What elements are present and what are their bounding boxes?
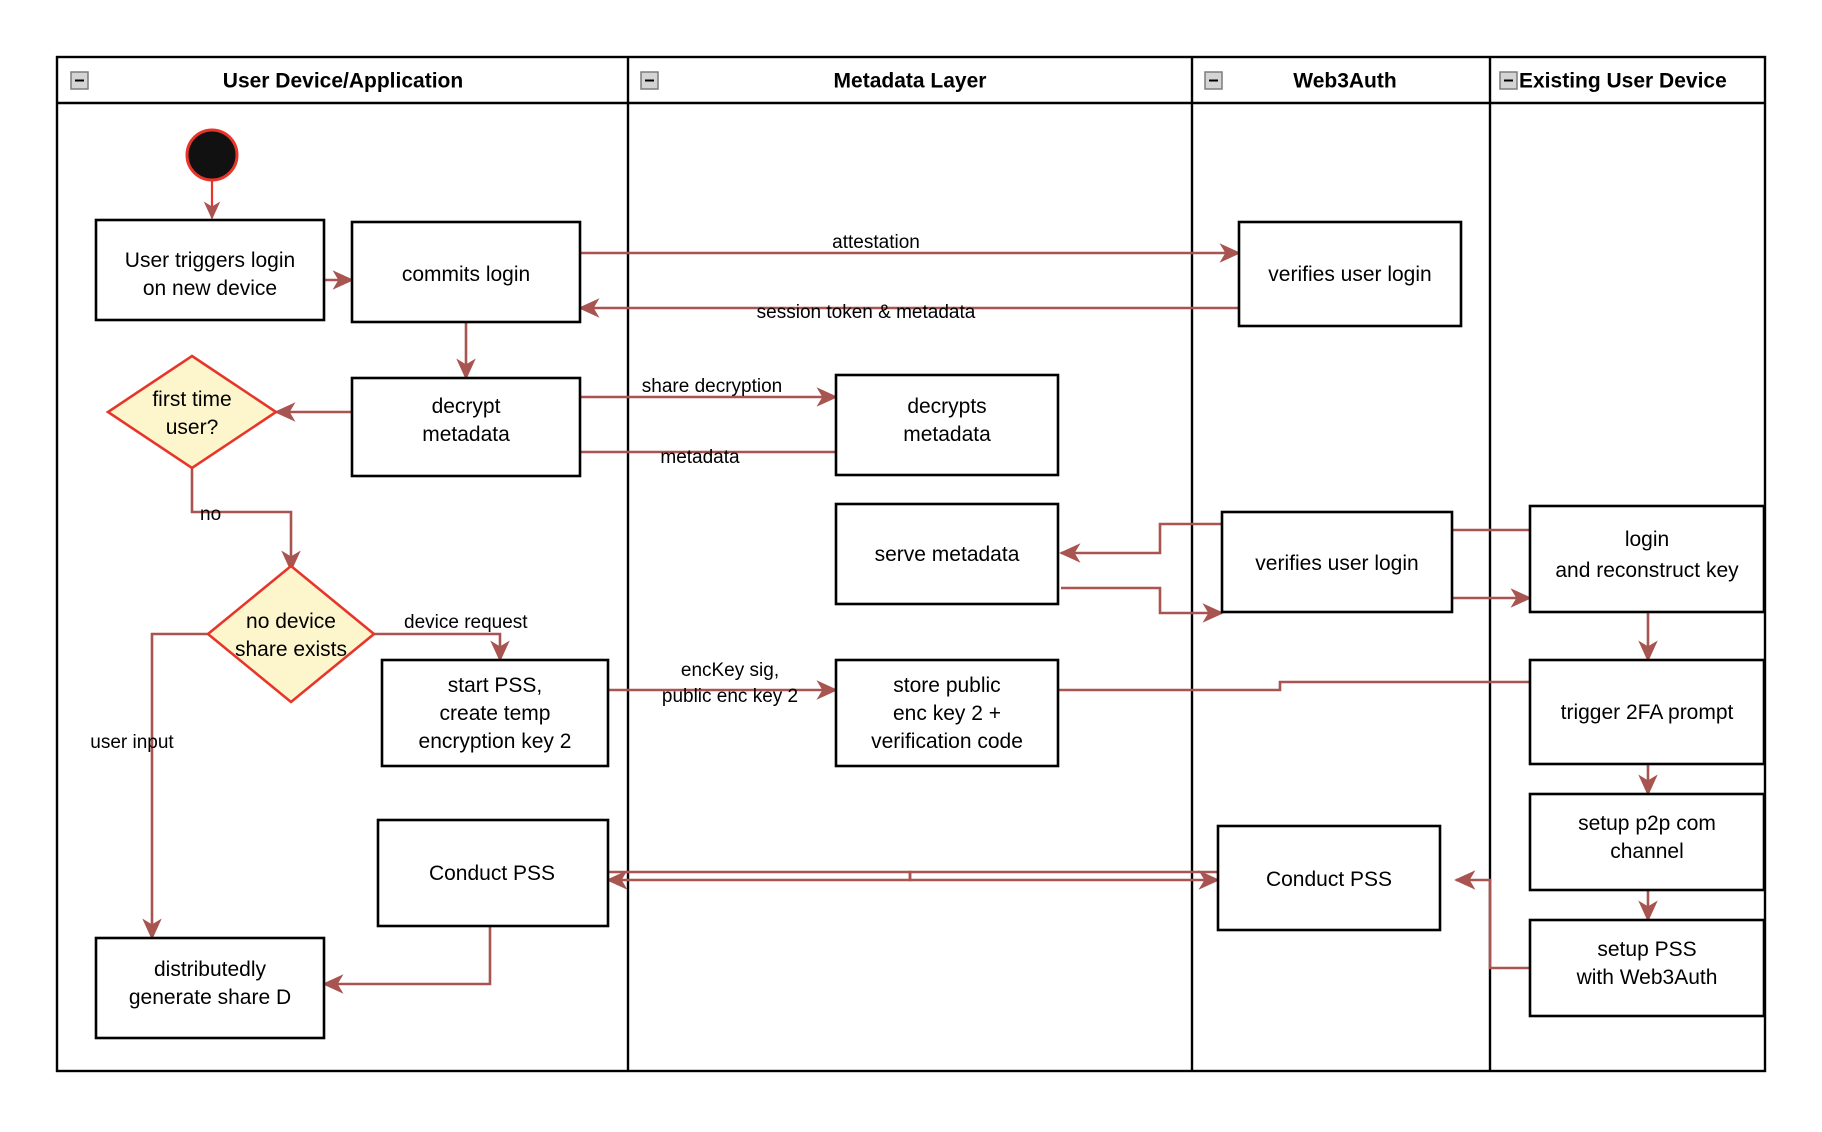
node-conduct-pss-user[interactable]: Conduct PSS — [376, 818, 610, 928]
edge-serve-to-verifies — [1061, 586, 1224, 623]
edge-label-device-request: device request — [404, 612, 528, 633]
node-setup-pss-line1: setup PSS — [1597, 938, 1696, 961]
node-store-key-line2: enc key 2 + — [893, 702, 1001, 725]
node-commits-login[interactable]: commits login — [350, 220, 582, 324]
node-serve-metadata-label: serve metadata — [875, 543, 1020, 566]
node-verifies-mid-label: verifies user login — [1255, 552, 1418, 575]
node-store-key-line3: verification code — [871, 730, 1023, 753]
node-start-pss[interactable]: start PSS, create temp encryption key 2 — [380, 658, 610, 768]
node-store-key-line1: store public — [893, 674, 1000, 697]
lane-collapse-toggle-existing-device[interactable] — [1499, 71, 1518, 90]
node-distributedly-generate-share-d[interactable]: distributedly generate share D — [94, 936, 326, 1040]
lane-header-existing-device: Existing User Device — [1499, 70, 1727, 93]
node-user-triggers-login-line2: on new device — [143, 277, 277, 300]
node-start-pss-line1: start PSS, — [448, 674, 543, 697]
lane-header-metadata: Metadata Layer — [640, 70, 987, 93]
edge-device-request — [374, 632, 510, 662]
edge-conductpss-user-to-web3auth — [608, 870, 1220, 890]
edge-conductpss-to-share-d — [322, 926, 492, 994]
node-conduct-pss-user-label: Conduct PSS — [429, 862, 555, 885]
node-no-device-share-line1: no device — [246, 610, 336, 633]
node-login-reconstruct-line2: and reconstruct key — [1555, 559, 1739, 582]
node-start[interactable] — [185, 128, 239, 182]
edge-label-enckey-sig-1: encKey sig, — [681, 660, 779, 681]
node-commits-login-label: commits login — [402, 263, 530, 286]
node-start-pss-line2: create temp — [440, 702, 551, 725]
edge-label-share-decryption: share decryption — [642, 376, 782, 397]
lane-title-web3auth: Web3Auth — [1293, 70, 1396, 93]
edge-label-session-token: session token & metadata — [757, 302, 976, 323]
node-verifies-user-login-top[interactable]: verifies user login — [1237, 220, 1463, 328]
node-trigger-2fa-prompt[interactable]: trigger 2FA prompt — [1528, 658, 1766, 766]
node-verifies-top-label: verifies user login — [1268, 263, 1431, 286]
node-setup-pss-line2: with Web3Auth — [1576, 966, 1718, 989]
node-first-time-user-line2: user? — [166, 416, 219, 439]
node-decrypt-metadata-line2: metadata — [422, 423, 510, 446]
node-share-d-line2: generate share D — [129, 986, 291, 1009]
edge-labels: attestation session token & metadata sha… — [90, 232, 975, 753]
node-no-device-share-line2: share exists — [235, 638, 347, 661]
lane-header-web3auth: Web3Auth — [1204, 70, 1397, 93]
edge-label-attestation: attestation — [832, 232, 920, 253]
node-serve-metadata[interactable]: serve metadata — [834, 502, 1060, 606]
node-share-d-line1: distributedly — [154, 958, 267, 981]
edge-label-metadata: metadata — [660, 447, 740, 468]
lane-title-user-device: User Device/Application — [223, 70, 463, 93]
node-conduct-pss-web3auth-label: Conduct PSS — [1266, 868, 1392, 891]
node-no-device-share-exists[interactable]: no device share exists — [205, 564, 377, 704]
lane-collapse-toggle-user-device[interactable] — [70, 71, 89, 90]
node-decrypts-metadata-line2: metadata — [903, 423, 991, 446]
node-decrypt-metadata[interactable]: decrypt metadata — [350, 376, 582, 478]
node-first-time-user-line1: first time — [152, 388, 231, 411]
node-login-reconstruct-key[interactable]: login and reconstruct key — [1528, 504, 1766, 614]
node-user-triggers-login[interactable]: User triggers login on new device — [94, 218, 326, 322]
lane-header-user-device: User Device/Application — [70, 70, 463, 93]
edge-label-no: no — [200, 504, 221, 525]
node-user-triggers-login-line1: User triggers login — [125, 249, 295, 272]
node-decrypts-metadata[interactable]: decrypts metadata — [834, 373, 1060, 477]
edge-store-to-2fa — [1058, 672, 1550, 692]
node-login-reconstruct-line1: login — [1625, 528, 1669, 551]
node-setup-p2p-line2: channel — [1610, 840, 1684, 863]
edge-no-branch — [190, 468, 301, 572]
node-verifies-user-login-mid[interactable]: verifies user login — [1220, 510, 1454, 614]
edge-setuppss-to-conductpss-web3auth — [1454, 870, 1530, 970]
node-first-time-user[interactable]: first time user? — [105, 354, 279, 470]
node-trigger-2fa-label: trigger 2FA prompt — [1561, 701, 1734, 724]
lane-title-existing-device: Existing User Device — [1519, 70, 1727, 93]
node-setup-p2p-line1: setup p2p com — [1578, 812, 1716, 835]
node-decrypts-metadata-line1: decrypts — [907, 395, 986, 418]
lane-collapse-toggle-metadata[interactable] — [640, 71, 659, 90]
node-setup-p2p-channel[interactable]: setup p2p com channel — [1528, 792, 1766, 892]
node-setup-pss-web3auth[interactable]: setup PSS with Web3Auth — [1528, 918, 1766, 1018]
edge-user-input — [142, 632, 208, 940]
edge-label-user-input: user input — [90, 732, 174, 753]
node-store-public-enc-key[interactable]: store public enc key 2 + verification co… — [834, 658, 1060, 768]
edge-verifies-to-serve — [1059, 522, 1222, 563]
node-conduct-pss-web3auth[interactable]: Conduct PSS — [1216, 824, 1442, 932]
lane-title-metadata: Metadata Layer — [834, 70, 987, 93]
edge-label-enckey-sig-2: public enc key 2 — [662, 686, 798, 707]
lane-collapse-toggle-web3auth[interactable] — [1204, 71, 1223, 90]
node-start-pss-line3: encryption key 2 — [419, 730, 572, 753]
node-decrypt-metadata-line1: decrypt — [432, 395, 501, 418]
